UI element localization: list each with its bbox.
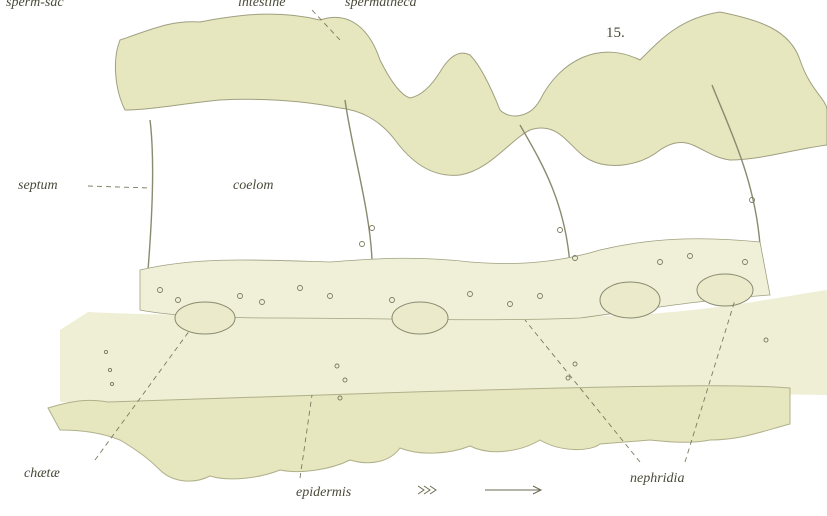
label-epidermis: epidermis xyxy=(296,486,351,500)
intestine-wall xyxy=(115,12,827,175)
nephridium xyxy=(392,302,448,334)
direction-arrow xyxy=(418,486,541,494)
nephridium xyxy=(600,282,660,318)
nephridium xyxy=(697,274,753,306)
label-intestine: intestine xyxy=(238,0,285,10)
nephridium xyxy=(175,302,235,334)
connective-tissue xyxy=(140,239,770,320)
septum-line xyxy=(148,120,153,270)
label-septum: septum xyxy=(18,179,58,193)
label-nephridia: nephridia xyxy=(630,472,684,486)
label-chaetae: chætæ xyxy=(24,467,60,481)
label-spermatheca: spermatheca xyxy=(345,0,417,10)
epidermis-layer xyxy=(48,386,790,481)
label-sperm-sac: sperm-sac xyxy=(6,0,64,10)
label-coelom: coelom xyxy=(233,179,273,193)
septum-line xyxy=(520,125,570,265)
septum-line xyxy=(345,100,372,260)
figure-number: 15. xyxy=(606,26,625,41)
